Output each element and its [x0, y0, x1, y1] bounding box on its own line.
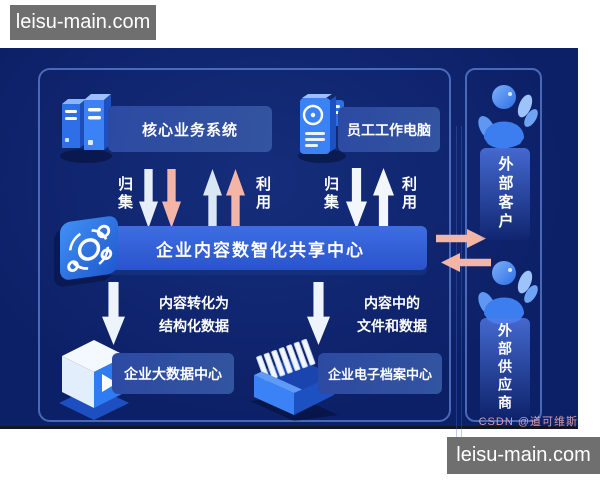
node-big-data-center: 企业大数据中心	[112, 353, 234, 394]
hub-label: 企业内容数智化共享中心	[156, 240, 365, 260]
use-label-left: 利用	[254, 176, 271, 212]
node-e-archive-center: 企业电子档案中心	[318, 353, 442, 394]
hub-bar-sharing-center: 企业内容数智化共享中心	[94, 226, 427, 270]
node-label: 核心业务系统	[141, 121, 238, 139]
collect-label-left: 归集	[116, 176, 133, 212]
external-parties-frame	[465, 68, 542, 422]
computer-icon	[294, 88, 350, 164]
person-icon	[474, 80, 538, 152]
divider-line	[461, 126, 462, 460]
watermark-top-left: leisu-main.com	[10, 5, 156, 40]
node-employee-computer: 员工工作电脑	[338, 107, 440, 152]
node-label: 企业电子档案中心	[327, 367, 432, 382]
internal-systems-frame	[38, 68, 451, 422]
flow-note-files-data: 内容中的 文件和数据	[357, 295, 427, 334]
node-label: 外部供应商	[497, 323, 513, 413]
share-network-icon	[60, 214, 118, 282]
divider-line	[456, 126, 457, 460]
node-label: 员工工作电脑	[347, 121, 431, 138]
collect-label-right: 归集	[322, 176, 339, 212]
use-label-right: 利用	[400, 176, 417, 212]
node-core-business-system: 核心业务系统	[108, 106, 272, 152]
server-icon	[56, 86, 116, 164]
node-label: 企业大数据中心	[124, 365, 222, 382]
csdn-credit: CSDN @道可维斯	[478, 416, 578, 428]
node-external-customer: 外部客户	[480, 148, 530, 240]
node-label: 外部客户	[496, 156, 514, 232]
flow-note-structured-data: 内容转化为 结构化数据	[159, 295, 229, 334]
person-icon	[474, 256, 538, 328]
watermark-bottom-right: leisu-main.com	[447, 437, 600, 474]
node-external-supplier: 外部供应商	[480, 318, 530, 418]
archive-icon	[248, 333, 340, 421]
